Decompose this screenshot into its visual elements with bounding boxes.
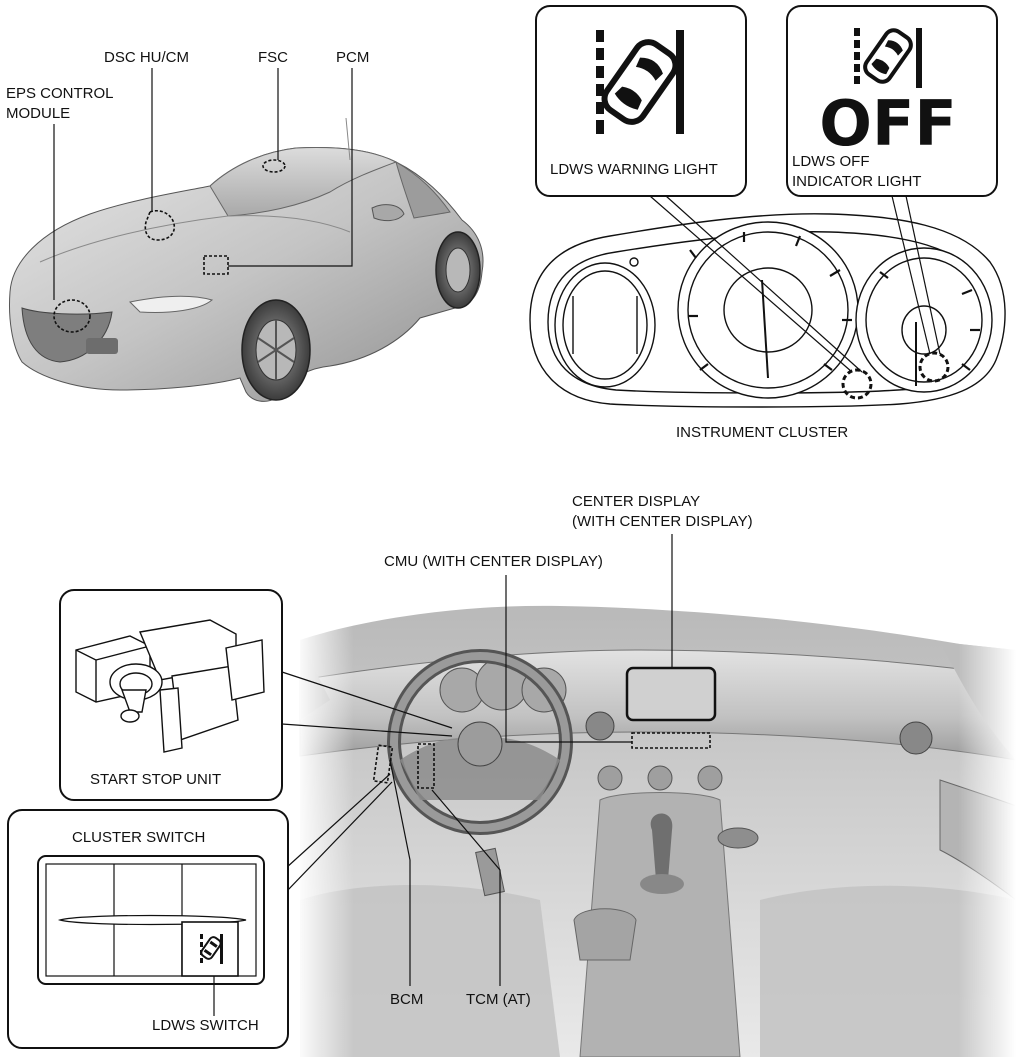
ldws-off-indicator-marker	[918, 351, 950, 383]
eps-control-module-marker	[53, 299, 91, 333]
ldws-warning-light-callout	[535, 5, 747, 197]
dsc-hu-cm-marker	[144, 209, 176, 241]
instrument-cluster-illustration	[529, 213, 1006, 408]
label-ldws-off-indicator-light: LDWS OFF INDICATOR LIGHT	[792, 153, 922, 190]
start-stop-unit-illustration	[75, 619, 265, 753]
center-display-marker	[625, 666, 717, 722]
ldws-car-icon	[601, 39, 679, 125]
ldws-off-indicator-callout: OFF	[786, 5, 998, 197]
ldws-switch-icon	[200, 936, 222, 960]
label-instrument-cluster: INSTRUMENT CLUSTER	[676, 424, 849, 441]
cmu-marker	[631, 732, 711, 749]
vehicle-illustration	[9, 117, 484, 402]
off-text: OFF	[819, 87, 956, 160]
fsc-marker	[262, 159, 286, 173]
label-center-display: CENTER DISPLAY (WITH CENTER DISPLAY)	[572, 493, 753, 530]
tcm-marker	[417, 743, 435, 789]
label-cluster-switch: CLUSTER SWITCH	[72, 829, 206, 846]
label-fsc: FSC	[258, 49, 288, 66]
ldws-off-car-icon	[863, 28, 913, 84]
label-dsc-hu-cm: DSC HU/CM	[104, 49, 189, 66]
label-bcm: BCM	[390, 991, 424, 1008]
label-pcm: PCM	[336, 49, 370, 66]
label-ldws-switch: LDWS SWITCH	[152, 1017, 259, 1034]
label-cmu: CMU (WITH CENTER DISPLAY)	[384, 553, 603, 570]
start-stop-unit-callout	[59, 589, 283, 801]
cluster-leader-lines	[649, 195, 941, 373]
cluster-switch-callout	[7, 809, 289, 1049]
label-tcm-at: TCM (AT)	[466, 991, 531, 1008]
interior-illustration	[296, 600, 1016, 1057]
label-ldws-warning-light: LDWS WARNING LIGHT	[550, 161, 718, 178]
label-start-stop-unit: START STOP UNIT	[90, 771, 222, 788]
pcm-marker	[203, 255, 229, 275]
ldws-warning-light-marker	[841, 368, 873, 400]
interior-leader-lines	[281, 534, 673, 986]
car-leader-lines	[53, 68, 353, 300]
label-eps-control-module: EPS CONTROL MODULE	[6, 85, 114, 122]
